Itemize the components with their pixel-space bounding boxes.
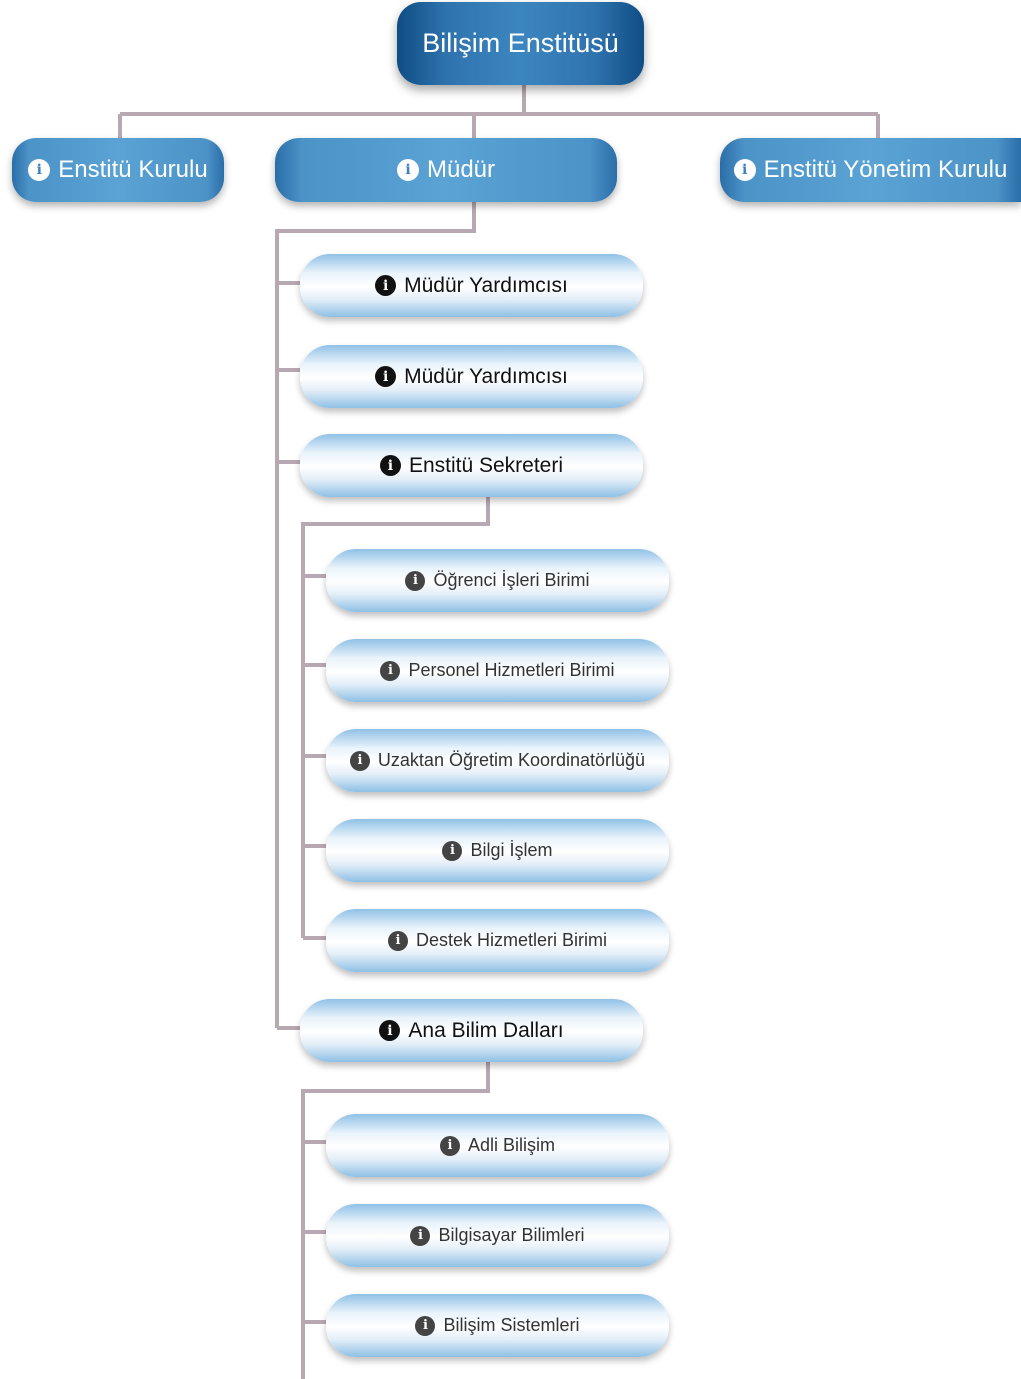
node-label: Destek Hizmetleri Birimi [415,930,608,950]
node-destek-hizmetleri-birimi[interactable]: i Destek Hizmetleri Birimi [326,909,669,972]
node-label: Enstitü Yönetim Kurulu [763,156,1008,183]
info-icon[interactable]: i [349,750,370,771]
node-mudur-yardimcisi-1[interactable]: i Müdür Yardımcısı [300,254,643,317]
info-icon[interactable]: i [379,455,401,476]
node-ana-bilim-dallari[interactable]: i Ana Bilim Dalları [300,999,643,1062]
info-icon[interactable]: i [405,570,426,591]
info-icon[interactable]: i [733,159,756,181]
node-enstitu-yonetim-kurulu[interactable]: i Enstitü Yönetim Kurulu [720,138,1021,202]
node-label: Enstitü Sekreteri [408,453,564,477]
info-icon[interactable]: i [28,159,51,181]
info-icon[interactable]: i [375,275,397,296]
node-mudur[interactable]: i Müdür [275,138,617,202]
info-icon[interactable]: i [442,840,463,861]
node-label: Personel Hizmetleri Birimi [408,660,615,680]
node-label: Ana Bilim Dalları [408,1018,564,1042]
root-node[interactable]: Bilişim Enstitüsü [397,2,644,85]
node-bilgisayar-bilimleri[interactable]: i Bilgisayar Bilimleri [326,1204,669,1267]
connector-mudur-drop [275,202,476,1028]
info-icon[interactable]: i [439,1135,460,1156]
node-label: Adli Bilişim [467,1135,555,1155]
node-enstitu-sekreteri[interactable]: i Enstitü Sekreteri [300,434,643,497]
node-label: Enstitü Kurulu [58,156,208,183]
node-label: Müdür Yardımcısı [404,364,568,388]
info-icon[interactable]: i [415,1315,436,1336]
node-label: Bilgi İşlem [470,840,553,860]
node-enstitu-kurulu[interactable]: i Enstitü Kurulu [12,138,224,202]
node-label: Öğrenci İşleri Birimi [433,570,590,590]
node-label: Bilişim Sistemleri [443,1315,580,1335]
node-ogrenci-isleri-birimi[interactable]: i Öğrenci İşleri Birimi [326,549,669,612]
info-icon[interactable]: i [410,1225,431,1246]
node-adli-bilisim[interactable]: i Adli Bilişim [326,1114,669,1177]
info-icon[interactable]: i [379,1020,401,1041]
node-mudur-yardimcisi-2[interactable]: i Müdür Yardımcısı [300,345,643,408]
info-icon[interactable]: i [387,930,408,951]
info-icon[interactable]: i [380,660,401,681]
node-uzaktan-ogretim-koordinatorlugu[interactable]: i Uzaktan Öğretim Koordinatörlüğü [326,729,669,792]
connector-anabilim-drop [301,1062,490,1379]
node-label: Uzaktan Öğretim Koordinatörlüğü [377,750,646,770]
node-label: Müdür Yardımcısı [404,273,568,297]
node-label: Müdür [426,156,496,183]
node-bilisim-sistemleri[interactable]: i Bilişim Sistemleri [326,1294,669,1357]
root-label: Bilişim Enstitüsü [422,28,619,58]
info-icon[interactable]: i [375,366,397,387]
node-personel-hizmetleri-birimi[interactable]: i Personel Hizmetleri Birimi [326,639,669,702]
node-bilgi-islem[interactable]: i Bilgi İşlem [326,819,669,882]
connector-sekreter-drop [301,497,490,938]
node-label: Bilgisayar Bilimleri [438,1225,585,1245]
info-icon[interactable]: i [396,159,419,181]
